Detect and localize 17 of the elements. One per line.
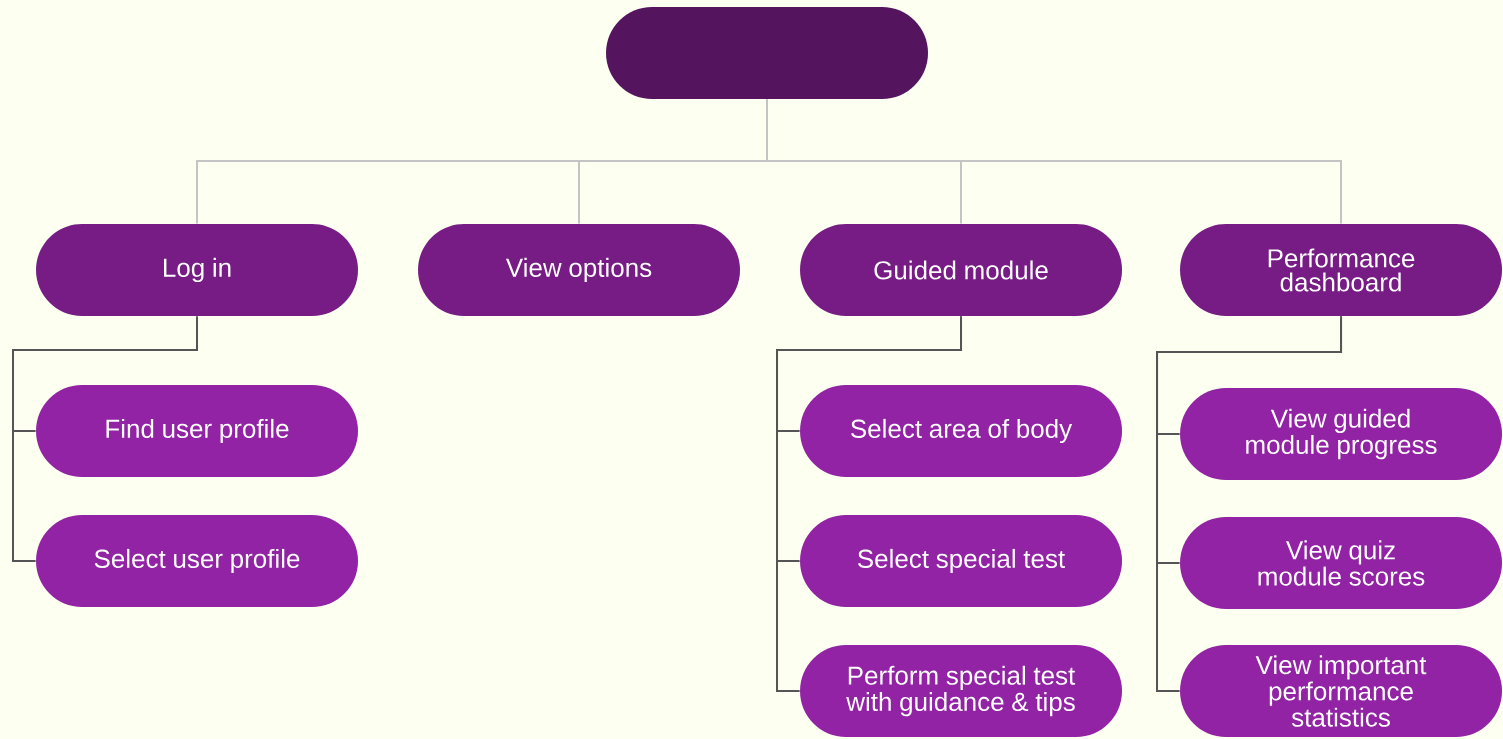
pill-box: Select area of body <box>800 385 1122 477</box>
pill-box: Guided module <box>800 224 1122 316</box>
pill-box: Log in <box>36 224 358 316</box>
pill-box: Find user profile <box>36 385 358 477</box>
pill-box: Performance dashboard <box>1180 224 1502 316</box>
pill-box: Select user profile <box>36 515 358 607</box>
empty-pill-box <box>606 7 928 99</box>
connector-line <box>1156 315 1342 692</box>
pill-box: Perform special test with guidance & tips <box>800 645 1122 737</box>
connector-line <box>12 315 198 562</box>
pill-box: View quiz module scores <box>1180 517 1502 609</box>
connector-line <box>766 98 1342 225</box>
pill-box: View guided module progress <box>1180 388 1502 480</box>
pill-box: Select special test <box>800 515 1122 607</box>
pill-box: View options <box>418 224 740 316</box>
connector-line <box>776 315 962 692</box>
pill-box: View important performance statistics <box>1180 645 1502 737</box>
